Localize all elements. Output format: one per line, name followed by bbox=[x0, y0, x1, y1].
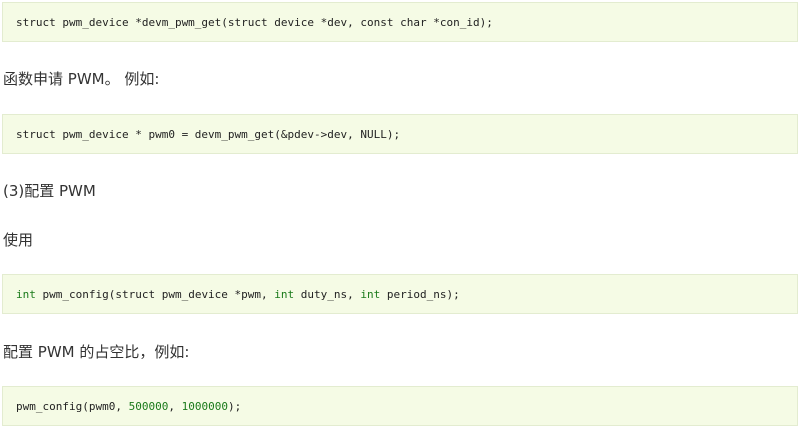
code-segment: period_ns); bbox=[380, 287, 460, 301]
paragraph-configure-duty-cycle: 配置 PWM 的占空比，例如: bbox=[3, 343, 190, 361]
code-block-pwm-config-prototype: int pwm_config(struct pwm_device *pwm, i… bbox=[2, 274, 798, 314]
code-line: int pwm_config(struct pwm_device *pwm, i… bbox=[16, 288, 460, 301]
code-block-devm-pwm-get-prototype: struct pwm_device *devm_pwm_get(struct d… bbox=[2, 2, 798, 42]
code-block-devm-pwm-get-example: struct pwm_device * pwm0 = devm_pwm_get(… bbox=[2, 114, 798, 154]
code-block-pwm-config-example: pwm_config(pwm0, 500000, 1000000); bbox=[2, 386, 798, 426]
paragraph-use: 使用 bbox=[3, 231, 34, 249]
code-segment: ); bbox=[227, 399, 242, 413]
number-literal-duty: 500000 bbox=[128, 399, 169, 413]
number-literal-period: 1000000 bbox=[181, 399, 228, 413]
keyword-int: int bbox=[16, 287, 36, 301]
section-heading-configure-pwm: (3)配置 PWM bbox=[3, 182, 96, 200]
code-segment: pwm_config(struct pwm_device *pwm, bbox=[35, 287, 275, 301]
code-line: pwm_config(pwm0, 500000, 1000000); bbox=[16, 400, 241, 413]
keyword-int: int bbox=[360, 287, 381, 301]
code-segment: pwm_config(pwm0, bbox=[16, 399, 129, 413]
code-line: struct pwm_device *devm_pwm_get(struct d… bbox=[16, 15, 493, 29]
code-line: struct pwm_device * pwm0 = devm_pwm_get(… bbox=[16, 127, 401, 141]
paragraph-request-pwm: 函数申请 PWM。 例如: bbox=[3, 70, 160, 88]
code-segment: , bbox=[168, 399, 182, 413]
keyword-int: int bbox=[274, 287, 295, 301]
code-segment: duty_ns, bbox=[294, 287, 361, 301]
